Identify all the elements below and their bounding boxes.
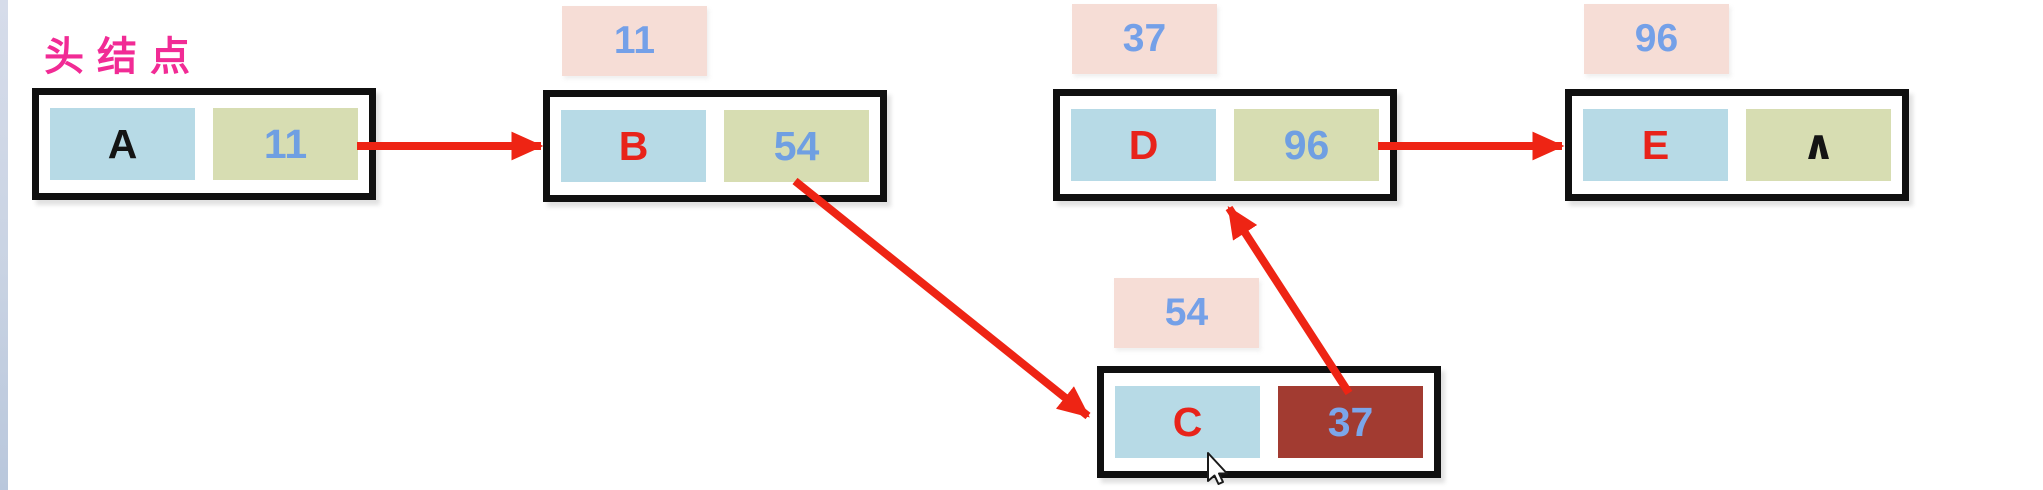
node-e-address-label: 96 [1584, 4, 1729, 74]
node-a-cursor-cell: 11 [213, 108, 358, 180]
node-c-data-cell: C [1115, 386, 1260, 458]
node-e: E ∧ [1565, 89, 1909, 201]
head-node-label: 头结点 [44, 35, 203, 79]
node-e-address-value: 96 [1634, 17, 1679, 60]
node-c: C 37 [1097, 366, 1441, 478]
node-e-data-cell: E [1583, 109, 1728, 181]
node-b-data-cell: B [561, 110, 706, 182]
node-e-null-cell: ∧ [1746, 109, 1891, 181]
node-b: B 54 [543, 90, 887, 202]
node-b-address-label: 11 [562, 6, 707, 76]
node-a: A 11 [32, 88, 376, 200]
node-d-address-value: 37 [1122, 17, 1167, 60]
arrow-b-to-c [792, 177, 1091, 420]
left-edge-strip [0, 0, 8, 490]
node-d: D 96 [1053, 89, 1397, 201]
node-d-address-label: 37 [1072, 4, 1217, 74]
node-b-address-value: 11 [613, 19, 656, 62]
node-c-cursor-cell-highlighted: 37 [1278, 386, 1423, 458]
node-c-address-value: 54 [1164, 291, 1209, 334]
node-c-address-label: 54 [1114, 278, 1259, 348]
node-a-data-cell: A [50, 108, 195, 180]
node-b-cursor-cell: 54 [724, 110, 869, 182]
node-d-cursor-cell: 96 [1234, 109, 1379, 181]
node-d-data-cell: D [1071, 109, 1216, 181]
